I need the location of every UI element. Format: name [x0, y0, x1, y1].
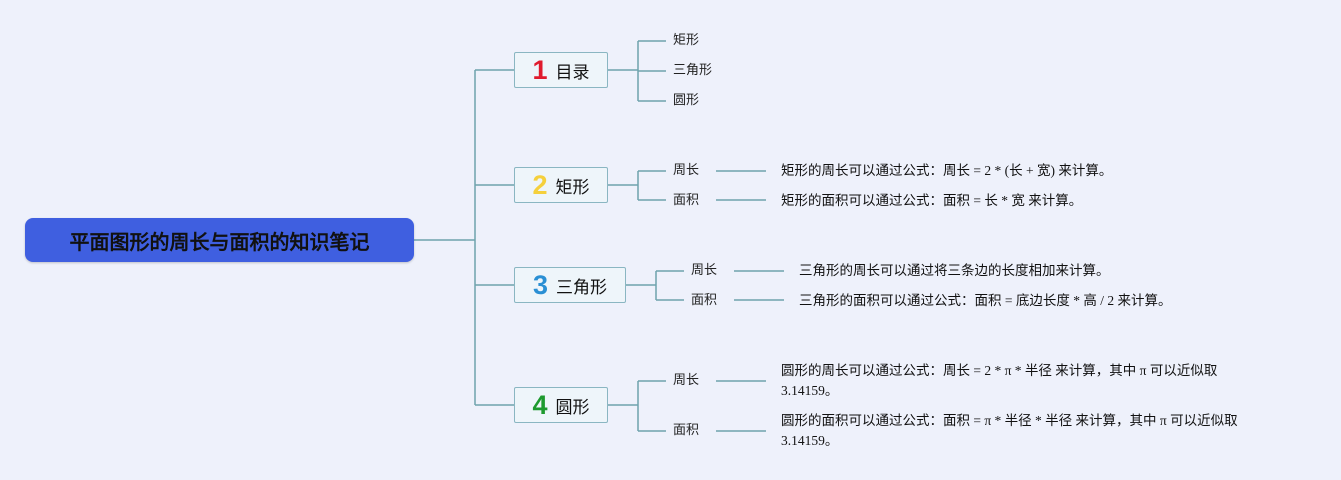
branch-3-perimeter-note: 三角形的周长可以通过将三条边的长度相加来计算。: [799, 263, 1110, 278]
branch-4-label: 圆形: [555, 397, 590, 418]
branch-4-area-note: 圆形的面积可以通过公式：面积 = π * 半径 * 半径 来计算，其中 π 可以…: [781, 413, 1238, 448]
branch-1-number: 1: [532, 54, 548, 85]
branch-3-leaf-perimeter[interactable]: 周长: [691, 263, 718, 278]
branch-2-area-note: 矩形的面积可以通过公式：面积 = 长 * 宽 来计算。: [781, 193, 1083, 208]
branch-2-label: 矩形: [555, 177, 590, 198]
branch-1-leaf-circle[interactable]: 圆形: [673, 93, 700, 108]
root-topic[interactable]: 平面图形的周长与面积的知识笔记: [25, 218, 414, 262]
branch-2-leaf-perimeter[interactable]: 周长: [673, 163, 700, 178]
branch-1-leaf-triangle[interactable]: 三角形: [673, 63, 713, 78]
branch-3-label: 三角形: [556, 277, 608, 298]
branch-2-number: 2: [532, 169, 548, 200]
branch-2-leaf-area[interactable]: 面积: [673, 193, 700, 208]
branch-4-number: 4: [532, 389, 548, 420]
branch-4-leaf-perimeter[interactable]: 周长: [673, 373, 700, 388]
branch-1-topic[interactable]: 1 目录: [514, 52, 608, 88]
branch-2-topic[interactable]: 2 矩形: [514, 167, 608, 203]
root-title: 平面图形的周长与面积的知识笔记: [69, 229, 370, 254]
branch-4-topic[interactable]: 4 圆形: [514, 387, 608, 423]
branch-3-leaf-area[interactable]: 面积: [691, 293, 718, 308]
branch-1-leaf-rectangle[interactable]: 矩形: [673, 33, 700, 48]
branch-3-area-note: 三角形的面积可以通过公式：面积 = 底边长度 * 高 / 2 来计算。: [799, 293, 1172, 308]
branch-1-label: 目录: [555, 62, 590, 83]
branch-3-topic[interactable]: 3 三角形: [514, 267, 626, 303]
branch-4-leaf-area[interactable]: 面积: [673, 423, 700, 438]
branch-2-perimeter-note: 矩形的周长可以通过公式：周长 = 2 * (长 + 宽) 来计算。: [781, 163, 1113, 178]
branch-3-number: 3: [532, 269, 549, 300]
branch-4-perimeter-note: 圆形的周长可以通过公式：周长 = 2 * π * 半径 来计算，其中 π 可以近…: [781, 363, 1218, 398]
